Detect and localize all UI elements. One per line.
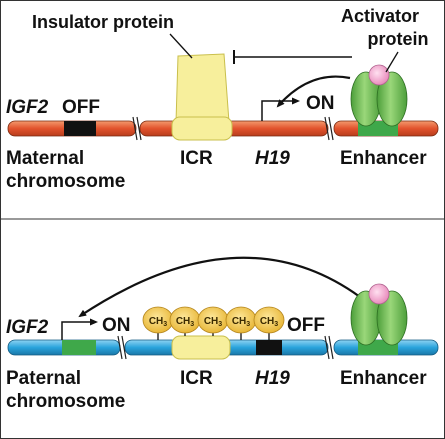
maternal-strand-segment-2 (139, 120, 329, 137)
insulator-protein-label: Insulator protein (32, 12, 174, 32)
insulator-protein (175, 53, 230, 123)
maternal-chromosome-label-line1: Maternal (6, 148, 84, 169)
svg-text:CH3: CH3 (149, 316, 167, 328)
paternal-break-mark-1 (117, 335, 127, 360)
paternal-chromosome-label-line2: chromosome (6, 391, 125, 412)
paternal-igf2-state: ON (102, 315, 131, 336)
insulator-label-leader (169, 33, 193, 59)
maternal-chromosome-label-line2: chromosome (6, 171, 125, 192)
methyl-group-2: CH3 (169, 306, 201, 334)
methyl-group-4: CH3 (225, 306, 257, 334)
paternal-break-mark-2 (324, 335, 334, 360)
paternal-h19-state: OFF (287, 315, 325, 336)
paternal-igf2-gene (62, 340, 96, 355)
maternal-enhancer-label: Enhancer (340, 148, 427, 169)
maternal-break-mark-1 (132, 116, 142, 141)
svg-text:CH3: CH3 (176, 316, 194, 328)
maternal-igf2-state: OFF (62, 97, 100, 118)
maternal-break-mark-2 (324, 116, 334, 141)
svg-text:CH3: CH3 (232, 316, 250, 328)
paternal-activator-protein (350, 283, 408, 346)
methyl-group-3: CH3 (197, 306, 229, 334)
maternal-icr-block (171, 116, 233, 141)
enhancer-to-h19-arrow (276, 75, 351, 108)
svg-text:CH3: CH3 (260, 316, 278, 328)
enhancer-to-igf2-arrow (78, 256, 361, 318)
paternal-panel: CH3 CH3 CH3 CH3 CH3 IGF2 ON (6, 256, 439, 412)
paternal-h19-gene (256, 340, 282, 355)
methyl-group-5: CH3 (253, 306, 285, 334)
maternal-h19-state: ON (306, 93, 335, 114)
maternal-igf2-gene (64, 121, 96, 136)
igf2-transcription-arrow (61, 318, 98, 340)
paternal-h19-label: H19 (255, 368, 290, 389)
paternal-icr-label: ICR (180, 368, 213, 389)
maternal-igf2-label: IGF2 (6, 97, 49, 118)
paternal-igf2-label: IGF2 (6, 317, 49, 338)
activator-label-leader (385, 51, 399, 73)
h19-transcription-arrow (261, 97, 300, 121)
paternal-enhancer-label: Enhancer (340, 368, 427, 389)
maternal-icr-label: ICR (180, 148, 213, 169)
maternal-activator-protein (350, 64, 408, 127)
maternal-h19-label: H19 (255, 148, 290, 169)
paternal-icr-block (171, 335, 231, 360)
methyl-stalks (157, 333, 270, 340)
maternal-panel: Insulator protein Activator protein IGF2… (6, 6, 439, 192)
svg-text:CH3: CH3 (204, 316, 222, 328)
paternal-chromosome-label-line1: Paternal (6, 368, 81, 389)
activator-protein-label-line1: Activator (341, 6, 419, 26)
activator-protein-label-line2: protein (368, 29, 429, 49)
methyl-group-1: CH3 (142, 306, 174, 334)
